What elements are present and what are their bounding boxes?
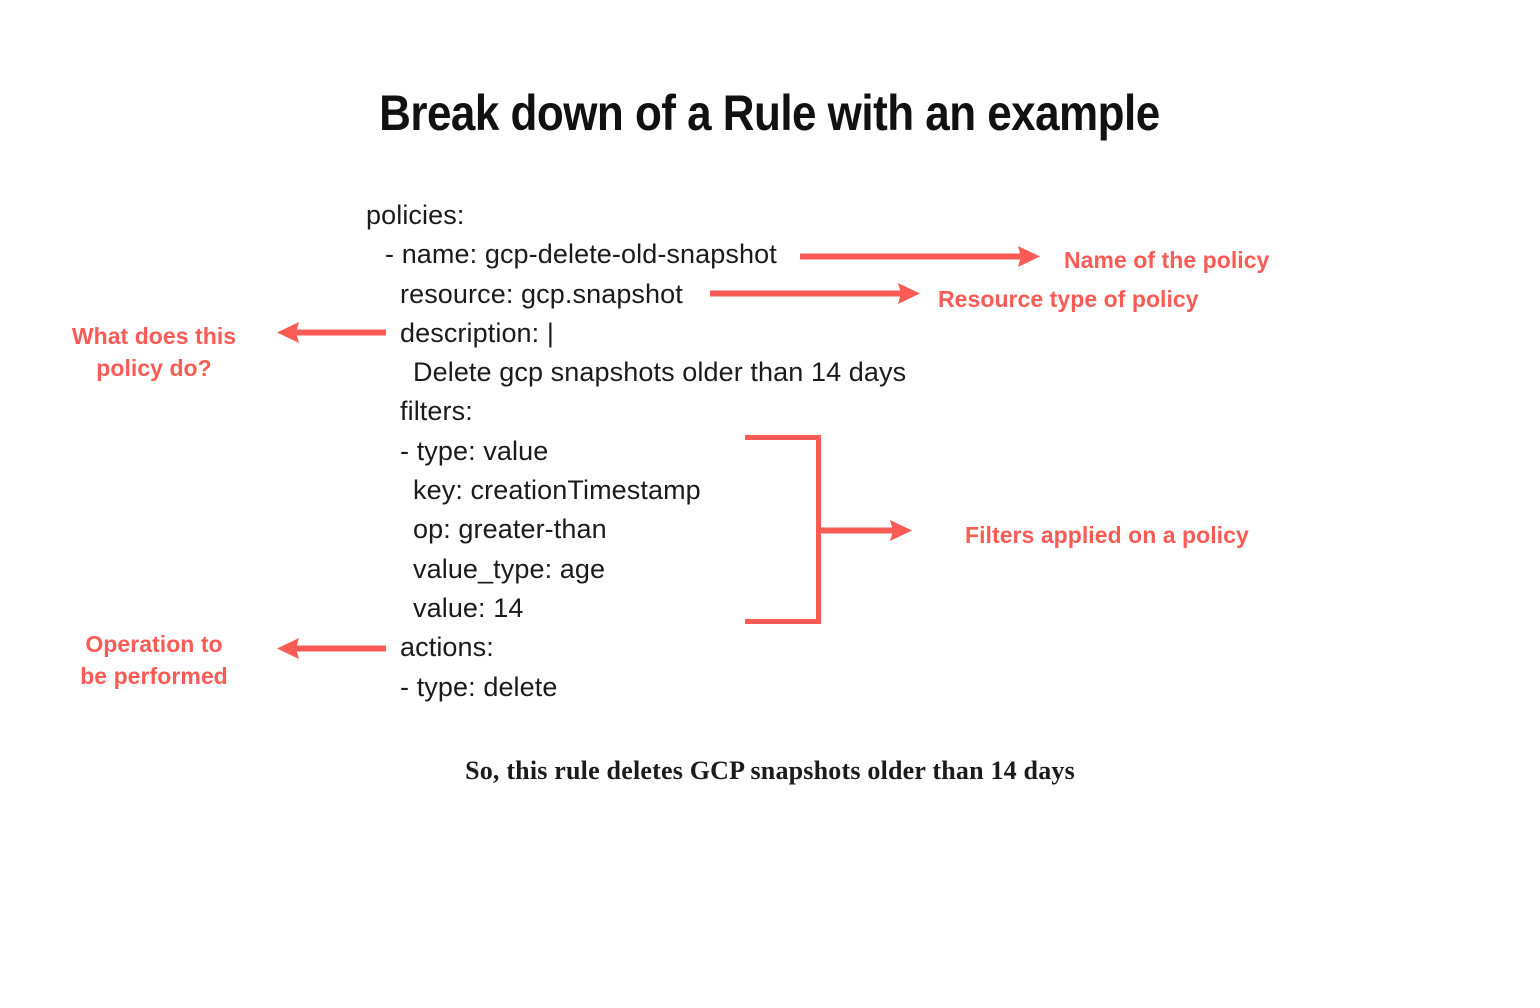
yaml-line: value: 14 xyxy=(413,592,524,623)
yaml-line: actions: xyxy=(400,632,494,663)
annotation-name-of-the-policy: Name of the policy xyxy=(1064,247,1270,273)
yaml-line: - name: gcp-delete-old-snapshot xyxy=(385,239,777,270)
yaml-line: resource: gcp.snapshot xyxy=(400,278,683,309)
yaml-line: op: greater-than xyxy=(413,514,607,545)
yaml-line: key: creationTimestamp xyxy=(413,475,701,506)
summary-caption: So, this rule deletes GCP snapshots olde… xyxy=(465,756,1075,785)
yaml-line: filters: xyxy=(400,396,473,427)
annotation-what-does-this-policy-do: What does this policy do? xyxy=(71,323,237,381)
yaml-line: - type: value xyxy=(400,435,549,466)
yaml-line: Delete gcp snapshots older than 14 days xyxy=(413,357,907,388)
yaml-line: description: | xyxy=(400,317,554,348)
annotation-filters-applied-on-a-policy: Filters applied on a policy xyxy=(965,522,1249,548)
annotation-resource-type-of-policy: Resource type of policy xyxy=(938,286,1199,312)
page-title: Break down of a Rule with an example xyxy=(379,85,1160,141)
yaml-line: policies: xyxy=(366,200,465,230)
annotation-operation-to-be-performed: Operation to be performed xyxy=(80,631,228,689)
yaml-line: - type: delete xyxy=(400,671,558,702)
yaml-code-block: policies: - name: gcp-delete-old-snapshot… xyxy=(366,196,906,707)
yaml-line: value_type: age xyxy=(413,553,606,584)
